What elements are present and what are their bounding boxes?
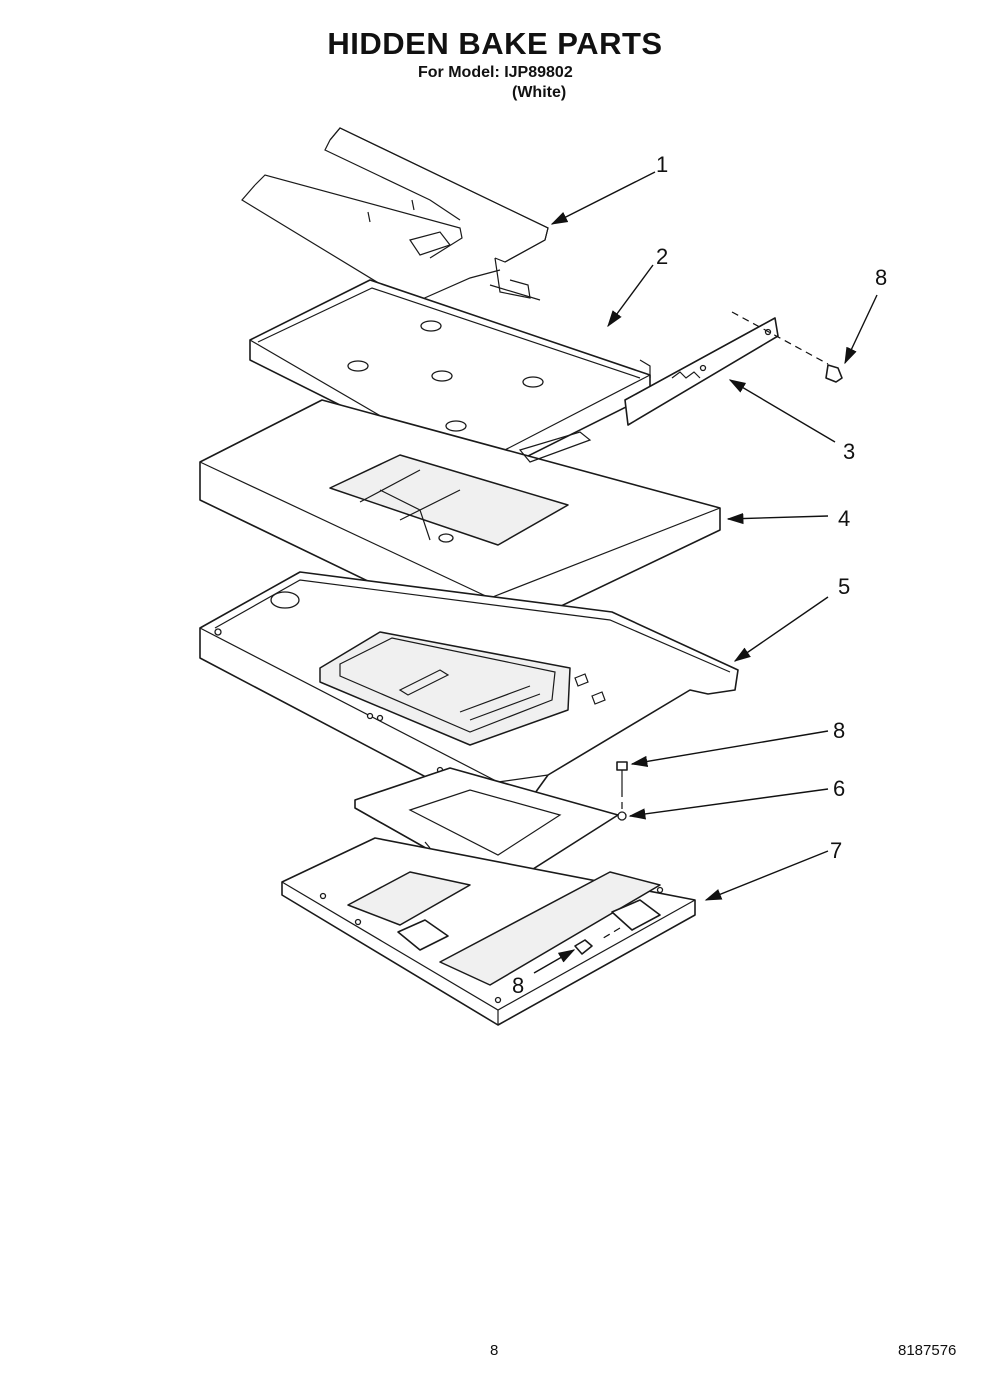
callout-4: 4 <box>838 506 850 531</box>
leader-lines <box>533 171 878 974</box>
bracket <box>624 311 829 426</box>
callout-8-top: 8 <box>875 265 887 290</box>
page-title: HIDDEN BAKE PARTS <box>327 26 663 61</box>
model-number: For Model: IJP89802 <box>418 64 573 81</box>
callout-1: 1 <box>656 152 668 177</box>
callout-3: 3 <box>843 439 855 464</box>
model-variant: (White) <box>512 84 567 101</box>
callout-5: 5 <box>838 574 850 599</box>
callout-8-middle: 8 <box>833 718 845 743</box>
page-number: 8 <box>490 1342 499 1359</box>
callout-7: 7 <box>830 838 842 863</box>
callout-2: 2 <box>656 244 668 269</box>
document-number: 8187576 <box>898 1342 957 1359</box>
screw-bottom <box>574 939 593 955</box>
bake-element <box>241 127 549 301</box>
insulation <box>199 399 721 641</box>
screw-middle <box>616 761 628 812</box>
screw-top <box>825 364 843 383</box>
callout-8-bottom: 8 <box>512 973 524 998</box>
callout-6: 6 <box>833 776 845 801</box>
element-cover <box>249 279 651 486</box>
outer-bottom-panel <box>281 837 696 1026</box>
